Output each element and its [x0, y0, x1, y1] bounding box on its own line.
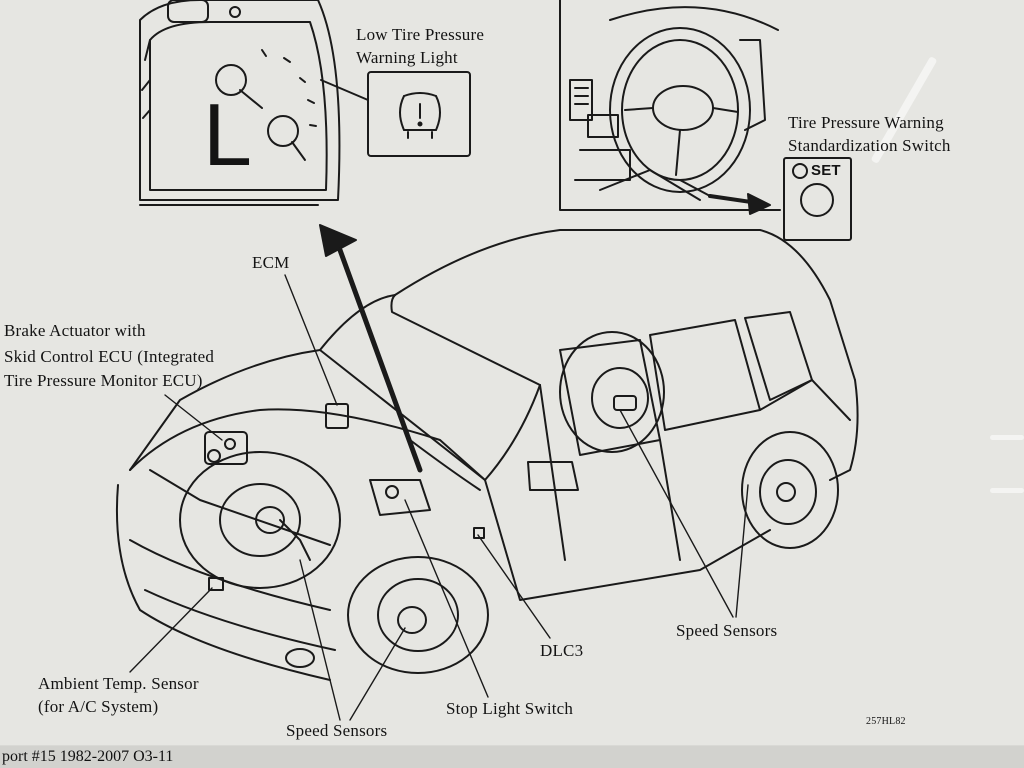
- ambient-temp-label-1: Ambient Temp. Sensor: [38, 674, 199, 693]
- footer-bar: port #15 1982-2007 O3-11: [0, 746, 1024, 768]
- speed-sensors-front-label: Speed Sensors: [286, 721, 388, 740]
- stop-light-switch-label: Stop Light Switch: [446, 699, 574, 718]
- dlc3-label: DLC3: [540, 641, 584, 660]
- gauge-letter: L: [203, 85, 253, 184]
- glare-streak: [990, 488, 1024, 493]
- glare-streak: [990, 435, 1024, 440]
- set-switch-box: [783, 157, 852, 241]
- set-button-label: SET: [811, 162, 841, 179]
- dashboard-inset: [559, 0, 781, 211]
- warning-light-callout: [320, 71, 471, 157]
- wheels: [179, 331, 839, 674]
- leader-lines: [129, 274, 749, 721]
- brake-actuator-label-2: Skid Control ECU (Integrated: [4, 347, 215, 366]
- figure-code: 257HL82: [866, 716, 906, 727]
- low-tire-pressure-label-1: Low Tire Pressure: [356, 25, 485, 44]
- low-tire-pressure-label-2: Warning Light: [356, 48, 458, 67]
- footer-text: port #15 1982-2007 O3-11: [2, 748, 174, 765]
- ecm-label: ECM: [252, 253, 290, 272]
- brake-actuator-label-1: Brake Actuator with: [4, 321, 146, 340]
- tpws-switch-label-1: Tire Pressure Warning: [788, 113, 944, 132]
- instrument-cluster-inset: [139, 0, 341, 206]
- vehicle-body: [115, 229, 859, 681]
- ambient-temp-label-2: (for A/C System): [38, 697, 159, 716]
- speed-sensors-rear-label: Speed Sensors: [676, 621, 778, 640]
- tpws-switch-label-2: Standardization Switch: [788, 136, 951, 155]
- brake-actuator-label-3: Tire Pressure Monitor ECU): [4, 371, 203, 390]
